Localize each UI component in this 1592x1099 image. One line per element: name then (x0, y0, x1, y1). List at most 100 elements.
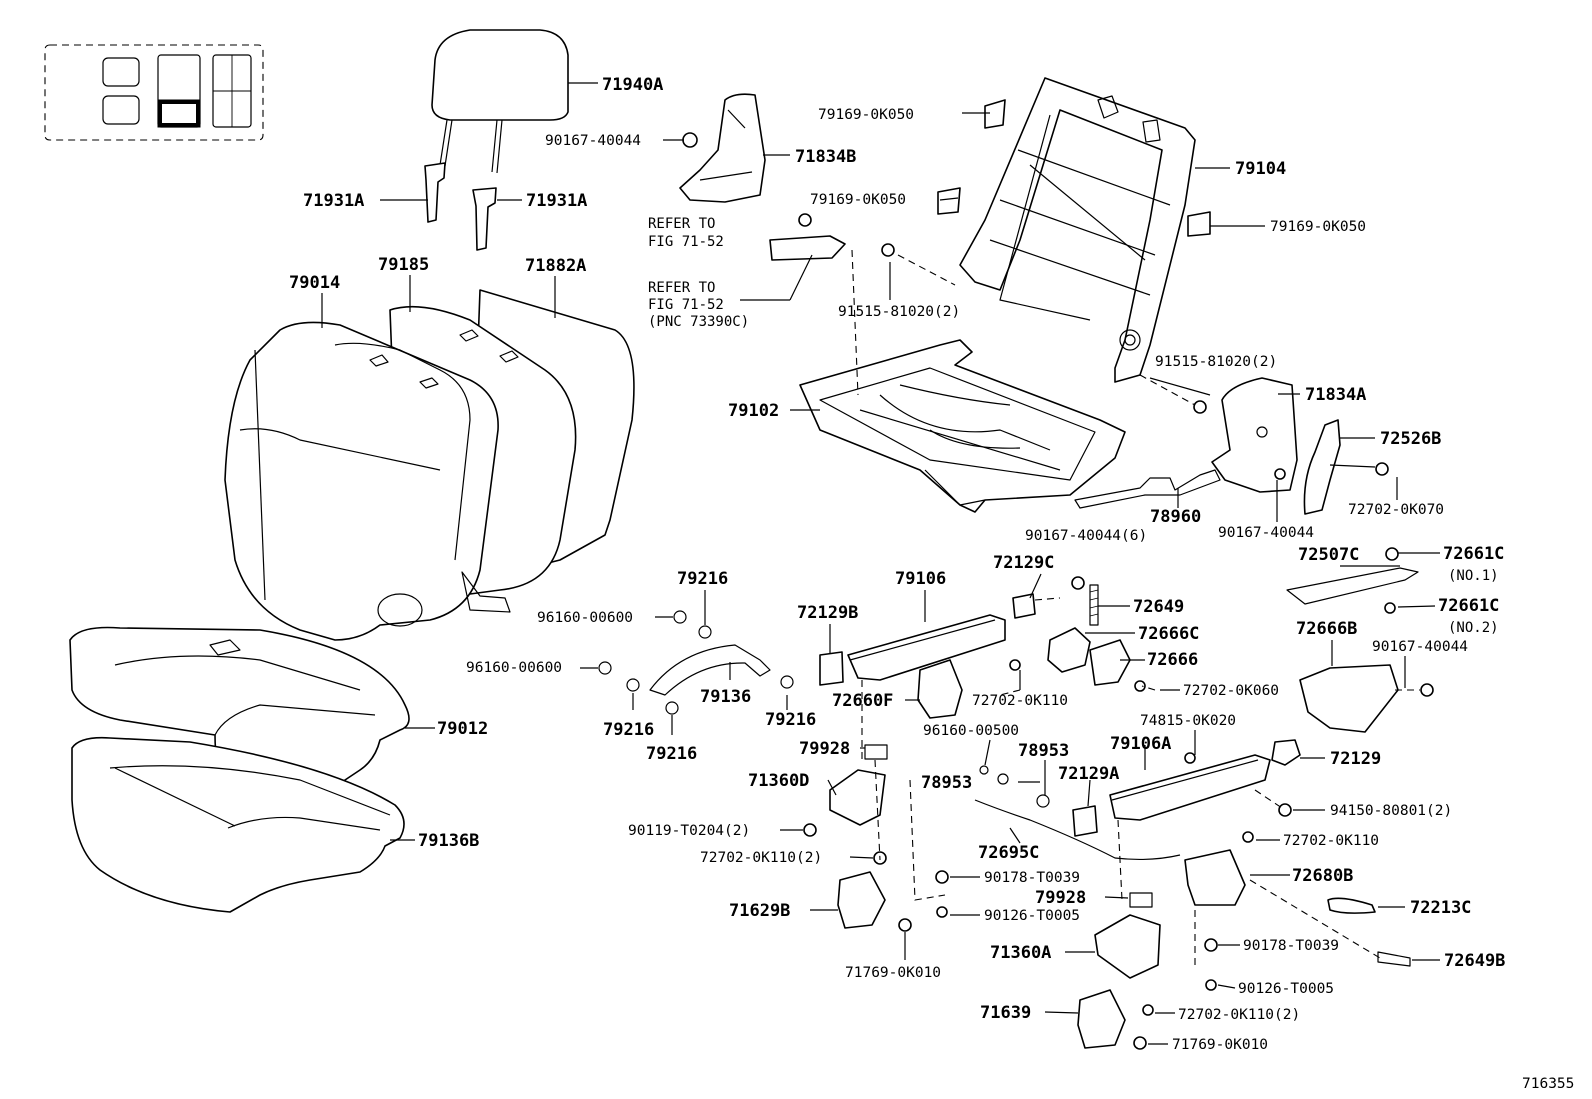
bracket-72129A (1072, 805, 1098, 837)
callout-72702-0K110-b: 72702-0K110 (1283, 833, 1379, 849)
callout-79169-0K050-b: 79169-0K050 (810, 192, 906, 208)
callout-79136B: 79136B (418, 831, 479, 851)
callout-90167-40044-6: 90167-40044(6) (1025, 528, 1147, 544)
cover-72666C (1047, 627, 1091, 673)
callout-72661C-no1: 72661C (1443, 544, 1504, 564)
bolt-group (803, 243, 1434, 1016)
refer-note-1-line1: REFER TO (648, 216, 715, 232)
callout-74815-0K020: 74815-0K020 (1140, 713, 1236, 729)
callout-79216-b: 79216 (765, 710, 816, 730)
callout-72129: 72129 (1330, 749, 1381, 769)
refer-note-2-line1: REFER TO (648, 280, 715, 296)
callout-79216-d: 79216 (646, 744, 697, 764)
callout-79106A: 79106A (1110, 734, 1171, 754)
callout-71769-0K010-b: 71769-0K010 (1172, 1037, 1268, 1053)
callout-90167-40044-a: 90167-40044 (545, 133, 641, 149)
callout-90126-T0005-b: 90126-T0005 (1238, 981, 1334, 997)
callout-71931A-left: 71931A (303, 191, 364, 211)
headrest (431, 29, 569, 174)
callout-72661C-no2: 72661C (1438, 596, 1499, 616)
callout-72661C-no2-note: (NO.2) (1448, 620, 1499, 636)
callout-72507C: 72507C (1298, 545, 1359, 565)
callout-72666: 72666 (1147, 650, 1198, 670)
spring-72649 (1089, 584, 1099, 626)
callout-72666C: 72666C (1138, 624, 1199, 644)
callout-72702-0K070: 72702-0K070 (1348, 502, 1444, 518)
callout-71769-0K010-a: 71769-0K010 (845, 965, 941, 981)
assembly-dashed-lines (851, 249, 1420, 970)
side-cover-71834B (679, 93, 766, 203)
callout-91515-81020-a: 91515-81020(2) (838, 304, 960, 320)
leader-lines (321, 82, 1440, 1045)
callout-79104: 79104 (1235, 159, 1286, 179)
bracket-72129B (819, 651, 844, 686)
refer-note-2-line3: (PNC 73390C) (648, 314, 749, 330)
callout-72129C: 72129C (993, 553, 1054, 573)
callout-72129B: 72129B (797, 603, 858, 623)
callout-71639: 71639 (980, 1003, 1031, 1023)
clip-79169-b (937, 187, 961, 215)
callout-96160-00600-b: 96160-00600 (466, 660, 562, 676)
buckle-refer (769, 213, 846, 261)
callout-72702-0K060: 72702-0K060 (1183, 683, 1279, 699)
callout-90178-T0039-a: 90178-T0039 (984, 870, 1080, 886)
callout-96160-00500: 96160-00500 (923, 723, 1019, 739)
adjuster-71360D (829, 744, 888, 826)
handle-72213C (1327, 897, 1376, 914)
cover-71629B (837, 871, 912, 932)
callout-71629B: 71629B (729, 901, 790, 921)
cable-72695C (974, 799, 1181, 861)
callout-78953-a: 78953 (1018, 741, 1069, 761)
callout-79169-0K050-c: 79169-0K050 (1270, 219, 1366, 235)
callout-72666B: 72666B (1296, 619, 1357, 639)
callout-79216-a: 79216 (677, 569, 728, 589)
adjuster-71360A (1094, 892, 1161, 979)
callout-79136: 79136 (700, 687, 751, 707)
clip-79169-c (1187, 211, 1211, 237)
callout-90119-T0204: 90119-T0204(2) (628, 823, 750, 839)
callout-79928-a: 79928 (799, 739, 850, 759)
lever-72680B (1184, 849, 1246, 906)
lever-72660F (917, 659, 963, 719)
belt-78960 (1074, 469, 1221, 509)
callout-91515-81020-b: 91515-81020(2) (1155, 354, 1277, 370)
callout-72702-0K110-2b: 72702-0K110(2) (1178, 1007, 1300, 1023)
rail-72507C (1286, 567, 1419, 605)
cover-71639 (1077, 989, 1147, 1050)
figure-number: 716355 (1522, 1076, 1574, 1092)
clip-79169-a (984, 99, 1006, 129)
headrest-support-right (472, 187, 497, 251)
seat-location-inset (44, 44, 264, 141)
seatback-cover-79014 (224, 321, 511, 641)
callout-72649: 72649 (1133, 597, 1184, 617)
refer-note-2-line2: FIG 71-52 (648, 297, 724, 313)
callout-79012: 79012 (437, 719, 488, 739)
callout-71940A: 71940A (602, 75, 663, 95)
headrest-support-left (424, 162, 446, 223)
seatback-frame-79104 (959, 77, 1196, 383)
callout-78960: 78960 (1150, 507, 1201, 527)
callout-72129A: 72129A (1058, 764, 1119, 784)
callout-96160-00600-a: 96160-00600 (537, 610, 633, 626)
side-cover-71834A (1193, 377, 1298, 493)
callout-90178-T0039-b: 90178-T0039 (1243, 938, 1339, 954)
callout-71834B: 71834B (795, 147, 856, 167)
seat-cushion-cover-79012 (69, 626, 410, 791)
seat-cushion-79136B (71, 736, 405, 913)
callout-72680B: 72680B (1292, 866, 1353, 886)
rod-79136 (649, 644, 771, 696)
callout-78953-b: 78953 (921, 773, 972, 793)
callout-79185: 79185 (378, 255, 429, 275)
callout-72702-0K110-a: 72702-0K110 (972, 693, 1068, 709)
callout-90126-T0005-a: 90126-T0005 (984, 908, 1080, 924)
cover-72666B (1299, 664, 1399, 733)
refer-note-1-line2: FIG 71-52 (648, 234, 724, 250)
seat-track-79106 (847, 614, 1006, 681)
callout-72526B: 72526B (1380, 429, 1441, 449)
trim-72526B (1303, 419, 1341, 515)
callout-71931A-right: 71931A (526, 191, 587, 211)
callout-79216-c: 79216 (603, 720, 654, 740)
part-callouts: 71940A 90167-40044 71834B 71931A 71931A … (289, 75, 1505, 1053)
callout-72695C: 72695C (978, 843, 1039, 863)
seat-track-79106A (1109, 754, 1271, 821)
